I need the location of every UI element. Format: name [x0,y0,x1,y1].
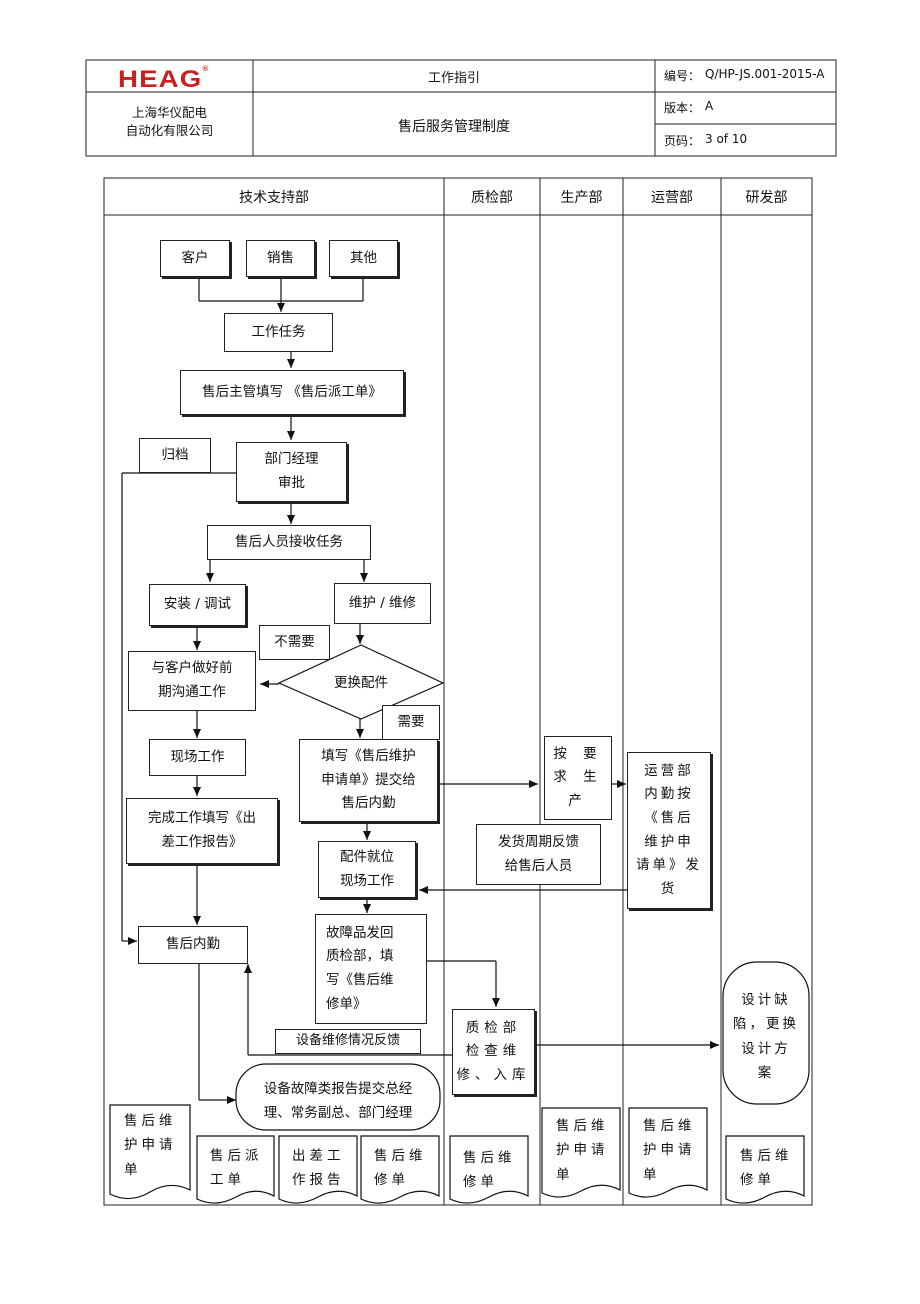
header-table-lines [85,59,837,157]
design-fix-shape [722,961,810,1105]
number-label: 编号： [664,69,701,83]
doc-label-8: 售后维 修单 [740,1148,793,1189]
doc-type: 工作指引 [427,71,480,86]
install-box: 安装 / 调试 [149,584,246,626]
doc-label-1: 售后维 护申请 单 [124,1113,177,1178]
doc-title: 售后服务管理制度 [398,119,510,135]
replace-decision-diamond [277,644,445,720]
col-header-rnd: 研发部 [745,190,788,206]
doc-label-4: 售后维 修单 [374,1148,427,1189]
col-header-tech-support: 技术支持部 [239,190,309,206]
col-header-production: 生产部 [560,190,603,206]
onsite-box: 现场工作 [149,739,246,776]
doc-shape-7 [628,1107,708,1198]
feedback-repair-box: 设备维修情况反馈 [275,1029,421,1054]
version-value: A [705,99,714,113]
doc-shape-2 [196,1135,275,1204]
page-value: 3 of 10 [705,132,748,146]
sales-box: 销售 [246,240,315,277]
number-value: Q/HP-JS.001-2015-A [705,67,825,81]
company-name: 上海华仪配电 自动化有限公司 [125,105,214,139]
task-box: 工作任务 [224,313,333,352]
faulty-return-box: 故障品发回 质检部，填 写《售后维 修单》 [315,914,427,1024]
doc-label-5: 售后维 修单 [463,1150,516,1191]
doc-shape-5 [449,1135,529,1204]
ops-ship-box: 运营部 内勤按 《售后 维护申 请单》发 货 [627,752,711,909]
archive-box: 归档 [139,438,211,473]
receive-box: 售后人员接收任务 [207,525,371,560]
doc-label-3: 出差工 作报告 [292,1148,345,1189]
version-label: 版本： [664,101,701,115]
need-box: 需要 [382,705,440,740]
other-box: 其他 [329,240,398,277]
qc-check-box: 质检部 检查维 修、入库 [452,1009,535,1095]
col-header-operations: 运营部 [651,190,693,206]
delivery-feedback-box: 发货周期反馈 给售后人员 [476,824,601,885]
doc-shape-3 [278,1135,358,1204]
col-header-qc: 质检部 [471,190,513,206]
communicate-box: 与客户做好前 期沟通工作 [128,651,256,711]
doc-label-6: 售后维 护申请 单 [556,1118,609,1183]
doc-shape-4 [360,1135,440,1204]
fault-report-shape [235,1063,441,1131]
fault-report-label: 设备故障类报告提交总经 理、常务副总、部门经理 [263,1081,413,1121]
aftersales-clerk-box: 售后内勤 [138,926,248,964]
doc-label-7: 售后维 护申请 单 [643,1118,696,1183]
approve-box: 部门经理 审批 [236,442,347,502]
no-need-box: 不需要 [259,625,330,660]
doc-shape-6 [541,1107,621,1198]
doc-label-2: 售后派 工单 [210,1148,263,1189]
fill-repair-request-box: 填写《售后维护 申请单》提交给 售后内勤 [299,739,438,822]
customer-box: 客户 [160,240,230,277]
replace-decision-label: 更换配件 [334,675,388,691]
maintain-box: 维护 / 维修 [334,583,431,624]
produce-box: 按 要 求 生 产 [544,736,612,820]
doc-shape-1 [109,1104,191,1200]
design-fix-label: 设计缺 陷，更换 设计方 案 [733,992,799,1081]
fill-order-box: 售后主管填写 《售后派工单》 [180,370,404,415]
company-logo: HEAG® [118,66,210,93]
complete-report-box: 完成工作填写《出 差工作报告》 [126,798,278,864]
doc-shape-8 [725,1135,805,1204]
page-label: 页码： [664,134,701,148]
parts-ready-box: 配件就位 现场工作 [318,841,416,898]
